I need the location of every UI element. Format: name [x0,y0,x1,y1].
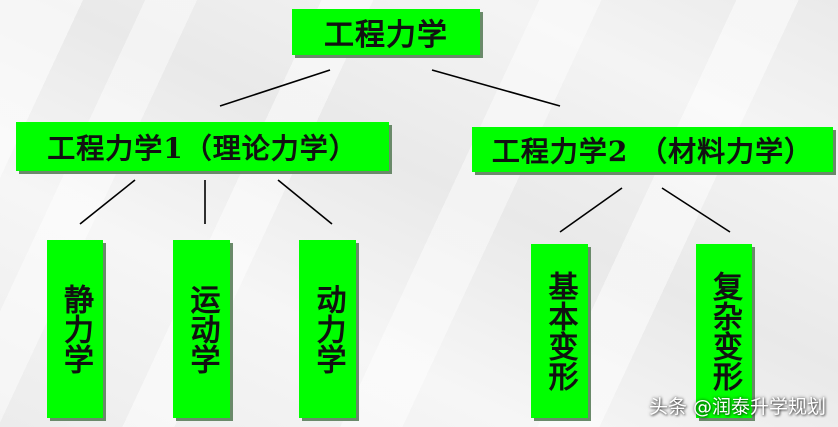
leaf-node-statics-label: 静力学 [58,284,93,374]
leaf-node-complex-deformation-label: 复杂变形 [707,271,742,391]
leaf-node-kinematics: 运动学 [173,240,230,418]
leaf-node-statics: 静力学 [47,240,103,418]
connector-b1-child1 [79,179,136,225]
connector-b2-child1 [559,187,623,233]
root-node: 工程力学 [292,9,480,55]
branch-node-2-label: 工程力学2 （材料力学） [491,134,814,168]
branch-node-1-label: 工程力学1（理论力学） [47,131,358,165]
leaf-node-kinematics-label: 运动学 [184,284,220,374]
connector-b1-child3 [277,179,333,225]
connector-root-right [431,69,561,107]
connector-b2-child2 [661,187,731,233]
branch-node-1: 工程力学1（理论力学） [16,122,389,171]
connector-root-left [219,69,331,107]
branch-node-2: 工程力学2 （材料力学） [472,127,833,172]
watermark-text: 头条 @润泰升学规划 [648,396,826,418]
leaf-node-dynamics: 动力学 [299,240,356,418]
leaf-node-dynamics-label: 动力学 [310,284,346,374]
leaf-node-basic-deformation-label: 基本变形 [542,271,578,391]
root-node-label: 工程力学 [324,18,448,53]
leaf-node-complex-deformation: 复杂变形 [696,244,752,418]
leaf-node-basic-deformation: 基本变形 [531,244,588,418]
